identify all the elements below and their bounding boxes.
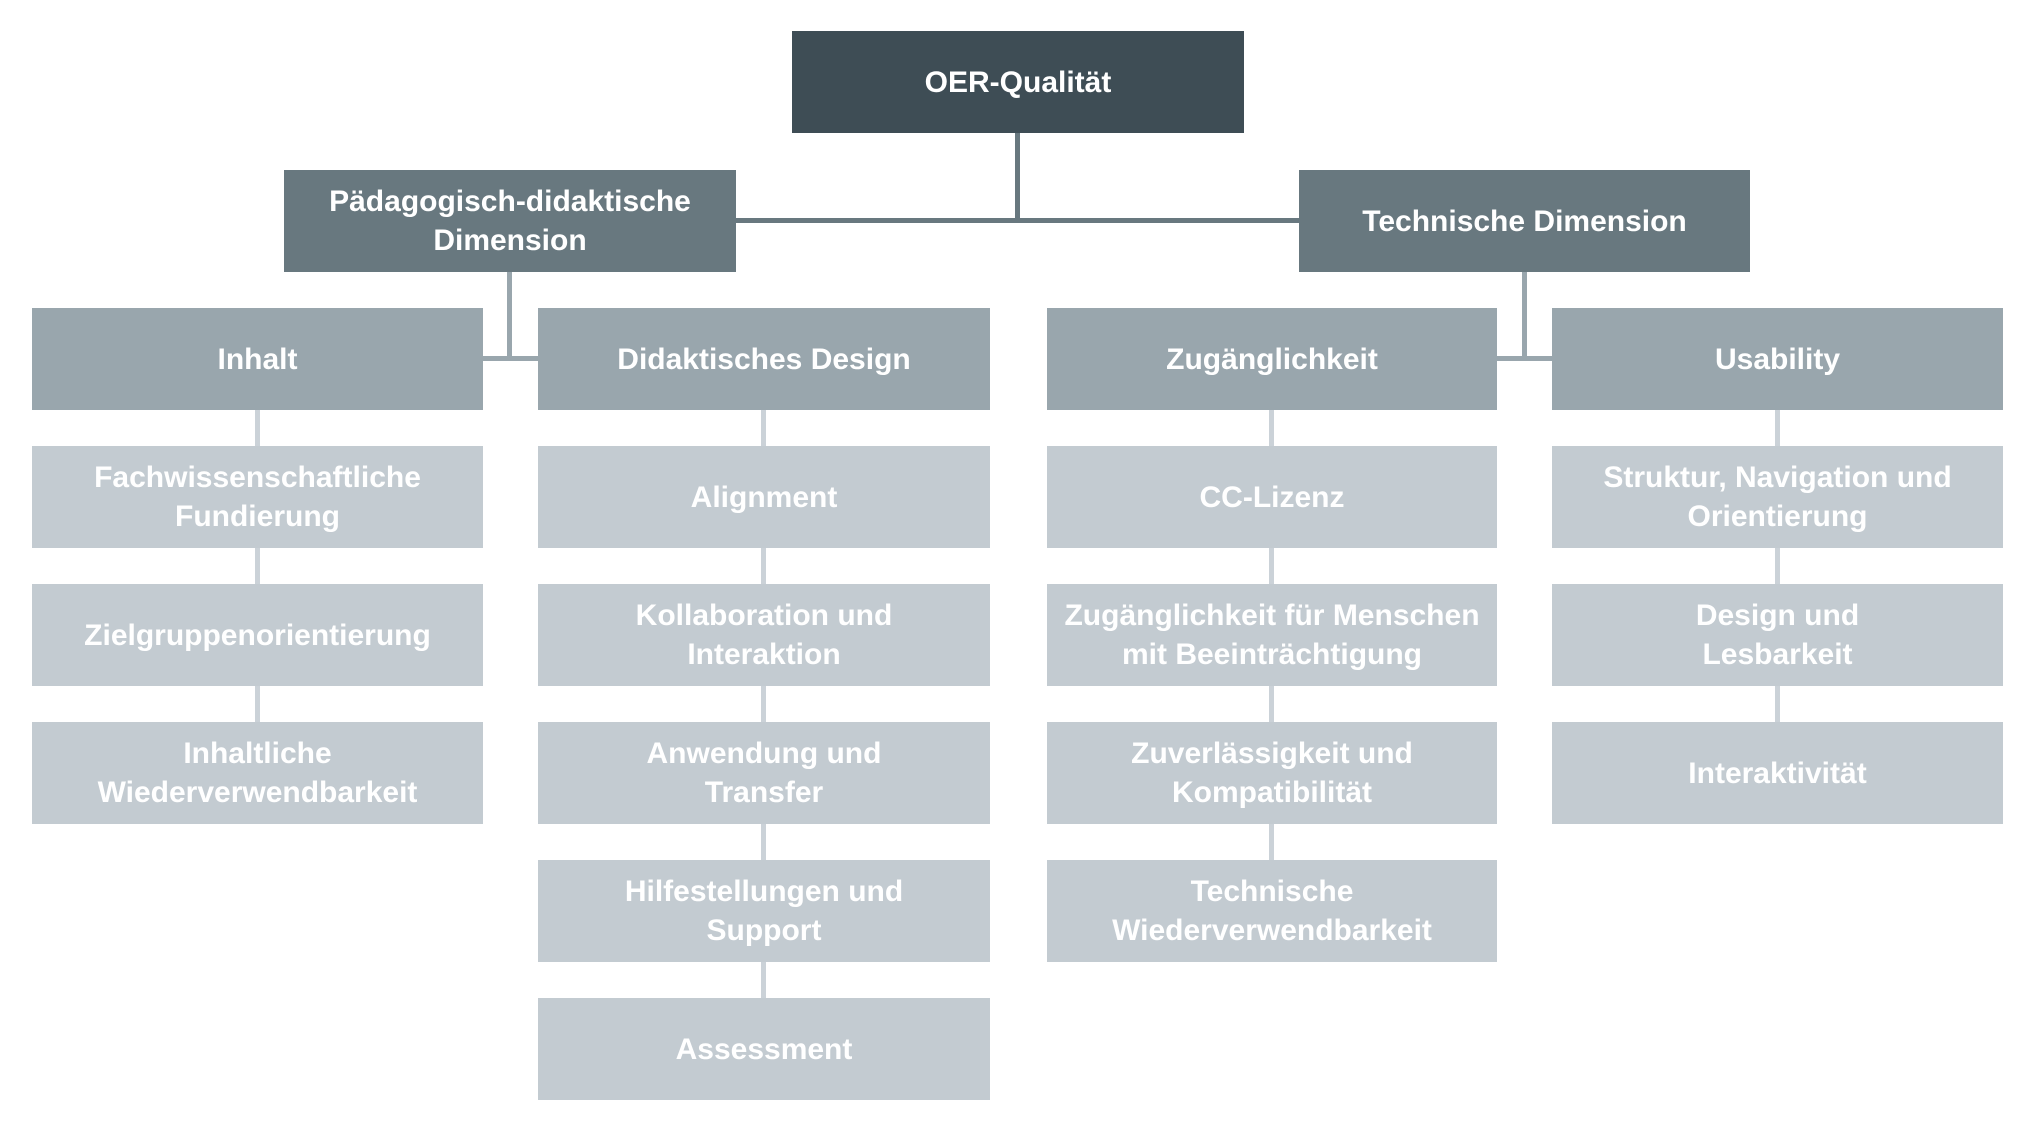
connector-col1-3: [255, 686, 260, 722]
connector-col1-2: [255, 548, 260, 584]
connector-col2-1: [761, 410, 766, 446]
connector-col2-2: [761, 548, 766, 584]
connector-technische-horizontal: [1497, 356, 1552, 361]
node-oer-qualitaet: OER-Qualität: [792, 31, 1244, 133]
node-paedagogisch-didaktische-dimension: Pädagogisch-didaktische Dimension: [284, 170, 736, 272]
connector-paedagogisch-horizontal: [483, 356, 538, 361]
node-cc-lizenz: CC-Lizenz: [1047, 446, 1497, 548]
node-interaktivitaet: Interaktivität: [1552, 722, 2003, 824]
connector-col4-3: [1775, 686, 1780, 722]
connector-col2-4: [761, 824, 766, 860]
connector-col2-3: [761, 686, 766, 722]
connector-root-drop: [1015, 133, 1020, 221]
connector-col3-3: [1269, 686, 1274, 722]
node-hilfestellungen-und-support: Hilfestellungen und Support: [538, 860, 990, 962]
node-zielgruppenorientierung: Zielgruppenorientierung: [32, 584, 483, 686]
node-inhalt: Inhalt: [32, 308, 483, 410]
node-struktur-navigation-orientierung: Struktur, Navigation und Orientierung: [1552, 446, 2003, 548]
node-zuverlaessigkeit-und-kompatibilitaet: Zuverlässigkeit und Kompatibilität: [1047, 722, 1497, 824]
node-kollaboration-und-interaktion: Kollaboration und Interaktion: [538, 584, 990, 686]
node-anwendung-und-transfer: Anwendung und Transfer: [538, 722, 990, 824]
node-technische-wiederverwendbarkeit: Technische Wiederverwendbarkeit: [1047, 860, 1497, 962]
connector-col4-2: [1775, 548, 1780, 584]
node-zugaenglichkeit: Zugänglichkeit: [1047, 308, 1497, 410]
connector-col4-1: [1775, 410, 1780, 446]
connector-paedagogisch-drop: [507, 272, 512, 361]
node-assessment: Assessment: [538, 998, 990, 1100]
connector-col2-5: [761, 962, 766, 998]
node-inhaltliche-wiederverwendbarkeit: Inhaltliche Wiederverwendbarkeit: [32, 722, 483, 824]
connector-col3-2: [1269, 548, 1274, 584]
connector-dimensions-horizontal: [736, 218, 1299, 223]
connector-col3-1: [1269, 410, 1274, 446]
node-alignment: Alignment: [538, 446, 990, 548]
node-didaktisches-design: Didaktisches Design: [538, 308, 990, 410]
node-fachwissenschaftliche-fundierung: Fachwissenschaftliche Fundierung: [32, 446, 483, 548]
node-design-und-lesbarkeit: Design und Lesbarkeit: [1552, 584, 2003, 686]
node-usability: Usability: [1552, 308, 2003, 410]
node-technische-dimension: Technische Dimension: [1299, 170, 1750, 272]
connector-col3-4: [1269, 824, 1274, 860]
connector-technische-drop: [1522, 272, 1527, 361]
connector-col1-1: [255, 410, 260, 446]
node-zugaenglichkeit-fuer-menschen: Zugänglichkeit für Menschen mit Beeinträ…: [1047, 584, 1497, 686]
